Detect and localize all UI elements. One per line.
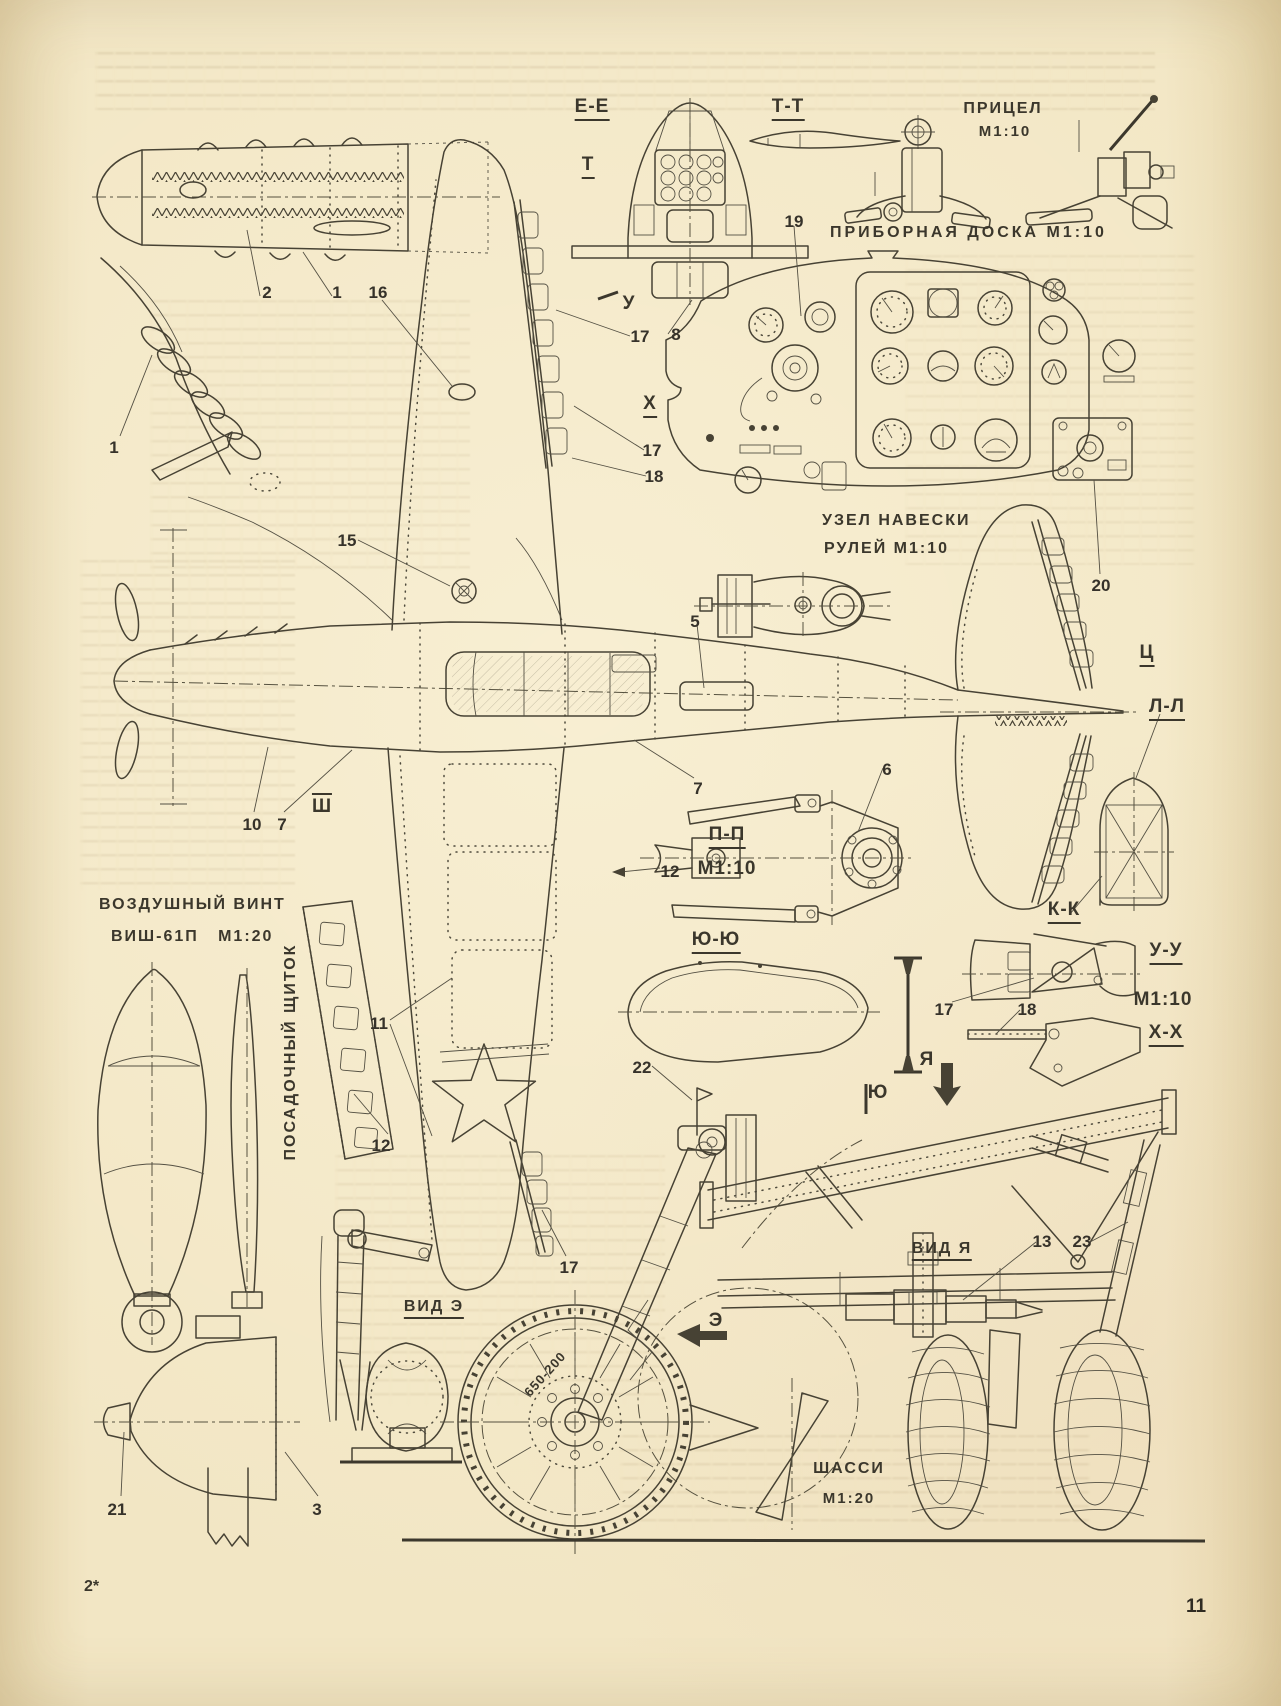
wing-section-yuyu bbox=[618, 956, 922, 1136]
callout-7: 7 bbox=[277, 815, 287, 834]
landing-flap-label: ПОСАДОЧНЫЙ ЩИТОК bbox=[282, 943, 299, 1161]
callout-3: 3 bbox=[312, 1500, 322, 1519]
callout-13: 13 bbox=[1032, 1232, 1052, 1251]
callout-11: 11 bbox=[370, 1014, 388, 1033]
section-mark-Х-Х: Х-Х bbox=[1148, 1022, 1184, 1047]
callout-5: 5 bbox=[690, 612, 700, 631]
frame-section-ll-kk bbox=[1094, 772, 1174, 912]
detail-pp bbox=[640, 790, 912, 925]
callout-6: 6 bbox=[882, 760, 892, 779]
section-mark-Ц: Ц bbox=[1139, 642, 1155, 667]
exhaust-stacks-detail bbox=[100, 257, 262, 481]
callout-1: 1 bbox=[332, 283, 342, 302]
callout-20: 20 bbox=[1091, 576, 1111, 595]
ground-line bbox=[401, 1538, 1206, 1543]
tailwheel-drawing bbox=[320, 1209, 462, 1464]
callout-22: 22 bbox=[632, 1058, 652, 1077]
page-number: 11 bbox=[1186, 1596, 1207, 1617]
callout-17: 17 bbox=[630, 327, 650, 346]
callout-leader-lines bbox=[119, 225, 1161, 1497]
red-star-insignia bbox=[431, 1043, 537, 1143]
chassis-title-line1: ШАССИ bbox=[813, 1460, 885, 1477]
callout-17: 17 bbox=[559, 1258, 579, 1277]
view-ya-label: ВИД Я bbox=[911, 1240, 973, 1261]
callout-18: 18 bbox=[644, 467, 664, 486]
section-mark-Т-Т: Т-Т bbox=[771, 96, 805, 121]
callout-15: 15 bbox=[337, 531, 357, 550]
propeller-drawing bbox=[94, 962, 300, 1547]
landing-flap-detail bbox=[302, 900, 394, 1160]
view-e-text: ВИД Э bbox=[403, 1298, 465, 1319]
callout-12: 12 bbox=[660, 862, 680, 881]
callout-8: 8 bbox=[671, 325, 681, 344]
engine-cowling-top-view bbox=[92, 137, 500, 261]
callout-21: 21 bbox=[107, 1500, 127, 1519]
detail-uu bbox=[962, 933, 1140, 1001]
detail-xx bbox=[967, 1017, 1141, 1087]
hinge-title-line2: РУЛЕЙ М1:10 bbox=[824, 540, 949, 557]
section-mark-М1:10: М1:10 bbox=[697, 858, 757, 879]
callout-17: 17 bbox=[934, 1000, 954, 1019]
instrument-panel bbox=[665, 250, 1136, 494]
view-direction-arrows bbox=[864, 1063, 961, 1114]
gunsight-title-line1: ПРИЦЕЛ bbox=[963, 100, 1043, 117]
callout-12: 12 bbox=[371, 1136, 391, 1155]
section-mark-К-К: К-К bbox=[1047, 899, 1081, 924]
section-mark-У-У: У-У bbox=[1149, 940, 1183, 965]
section-mark-Ю: Ю bbox=[867, 1082, 889, 1103]
callout-1: 1 bbox=[109, 438, 119, 457]
section-mark-Я: Я bbox=[919, 1049, 935, 1070]
airfoil-section-tt bbox=[749, 130, 901, 149]
view-ya-mechanism bbox=[698, 1089, 1177, 1338]
instrument-panel-title: ПРИБОРНАЯ ДОСКА М1:10 bbox=[830, 224, 1107, 241]
section-mark-Х: Х bbox=[643, 393, 657, 418]
datum-lines bbox=[160, 528, 187, 806]
cockpit-section-ee bbox=[571, 98, 809, 305]
section-mark-М1:10: М1:10 bbox=[1133, 989, 1193, 1010]
callout-2: 2 bbox=[262, 283, 272, 302]
main-wheel-side-view bbox=[440, 1125, 727, 1555]
gunsight-front-view bbox=[844, 115, 991, 229]
callout-17: 17 bbox=[642, 441, 662, 460]
propeller-title-line2: ВИШ-61П М1:20 bbox=[111, 928, 274, 945]
section-mark-Л-Л: Л-Л bbox=[1149, 696, 1185, 721]
callout-7: 7 bbox=[693, 779, 703, 798]
section-mark-Т: Т bbox=[581, 154, 595, 179]
main-wheels-three-quarter bbox=[905, 1139, 1161, 1531]
section-mark-П-П: П-П bbox=[708, 824, 746, 849]
callout-19: 19 bbox=[784, 212, 804, 231]
callout-10: 10 bbox=[242, 815, 262, 834]
gear-retraction-schematic bbox=[637, 1287, 859, 1530]
callout-18: 18 bbox=[1017, 1000, 1037, 1019]
callout-16: 16 bbox=[368, 283, 388, 302]
section-mark-Э: Э bbox=[708, 1310, 724, 1331]
rudder-hinge-detail bbox=[694, 572, 894, 640]
section-mark-У: У bbox=[622, 293, 636, 314]
signature-mark: 2* bbox=[84, 1578, 100, 1595]
aircraft-plan-view bbox=[113, 139, 1140, 1291]
section-mark-Ш: Ш bbox=[311, 793, 333, 818]
view-ya-text: ВИД Я bbox=[911, 1240, 973, 1261]
propeller-title-line1: ВОЗДУШНЫЙ ВИНТ bbox=[99, 896, 286, 913]
chassis-title-line2: М1:20 bbox=[822, 1490, 876, 1507]
view-e-label: ВИД Э bbox=[403, 1298, 465, 1319]
hinge-title-line1: УЗЕЛ НАВЕСКИ bbox=[822, 512, 971, 529]
gunsight-side-view bbox=[1025, 95, 1175, 230]
section-mark-Е-Е: Е-Е bbox=[574, 96, 610, 121]
section-mark-Ю-Ю: Ю-Ю bbox=[691, 929, 741, 954]
gunsight-title-line2: М1:10 bbox=[978, 123, 1032, 140]
callout-23: 23 bbox=[1072, 1232, 1092, 1251]
